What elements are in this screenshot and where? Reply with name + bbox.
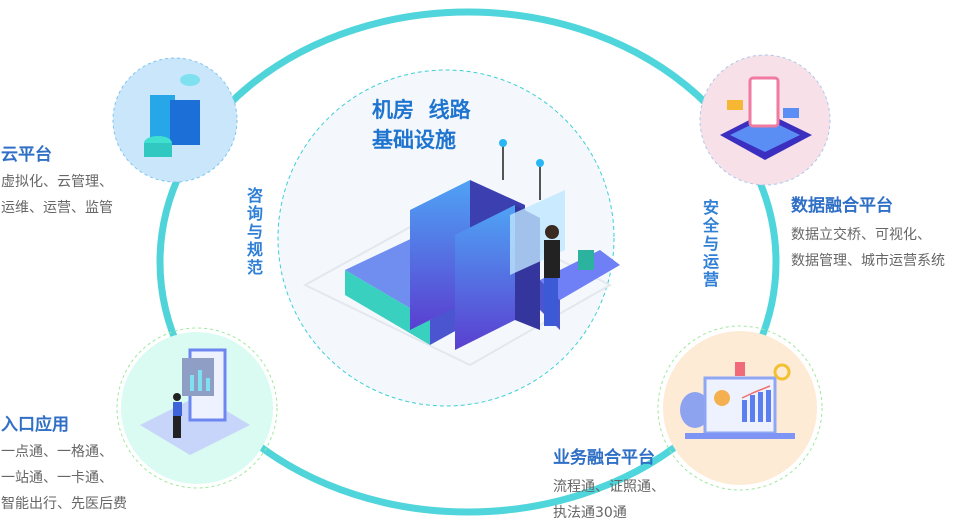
center-title-line1: 机房 线路	[372, 98, 471, 122]
node-title: 数据融合平台	[791, 196, 893, 216]
node-business-fusion: 业务融合平台 流程通、证照通、 执法通30通	[553, 443, 665, 526]
node-desc: 虚拟化、云管理、 运维、运营、监管	[1, 169, 113, 221]
server-room-illustration	[302, 139, 620, 367]
center-title-line2: 基础设施	[372, 128, 456, 152]
desc-line: 虚拟化、云管理、	[1, 174, 113, 190]
desc-line: 流程通、证照通、	[553, 479, 665, 495]
node-desc: 流程通、证照通、 执法通30通	[553, 474, 665, 526]
node-cloud-platform: 云平台 虚拟化、云管理、 运维、运营、监管	[1, 140, 113, 221]
center-title: 机房 线路 基础设施	[372, 95, 471, 155]
desc-line: 一点通、一格通、	[1, 444, 113, 460]
entry-app-illustration	[140, 348, 250, 455]
side-label-consulting: 咨询与规范	[246, 186, 263, 277]
desc-line: 执法通30通	[553, 505, 627, 521]
data-fusion-illustration	[720, 76, 812, 160]
desc-line: 一站通、一卡通、	[1, 470, 113, 486]
entry-app-circle	[116, 327, 278, 489]
node-title: 入口应用	[1, 415, 69, 435]
desc-line: 数据立交桥、可视化、	[791, 227, 931, 243]
node-desc: 数据立交桥、可视化、 数据管理、城市运营系统	[791, 222, 945, 274]
business-fusion-illustration	[680, 362, 795, 439]
desc-line: 数据管理、城市运营系统	[791, 253, 945, 269]
node-desc: 一点通、一格通、 一站通、一卡通、 智能出行、先医后费	[1, 439, 127, 517]
node-data-fusion: 数据融合平台 数据立交桥、可视化、 数据管理、城市运营系统	[791, 191, 945, 274]
business-fusion-circle	[657, 325, 823, 491]
node-title: 业务融合平台	[553, 448, 655, 468]
side-label-security: 安全与运营	[702, 198, 719, 289]
outer-ring	[156, 8, 780, 516]
desc-line: 运维、运营、监管	[1, 200, 113, 216]
node-entry-app: 入口应用 一点通、一格通、 一站通、一卡通、 智能出行、先医后费	[1, 410, 127, 517]
node-title: 云平台	[1, 145, 52, 165]
desc-line: 智能出行、先医后费	[1, 496, 127, 512]
cloud-platform-illustration	[144, 74, 200, 157]
